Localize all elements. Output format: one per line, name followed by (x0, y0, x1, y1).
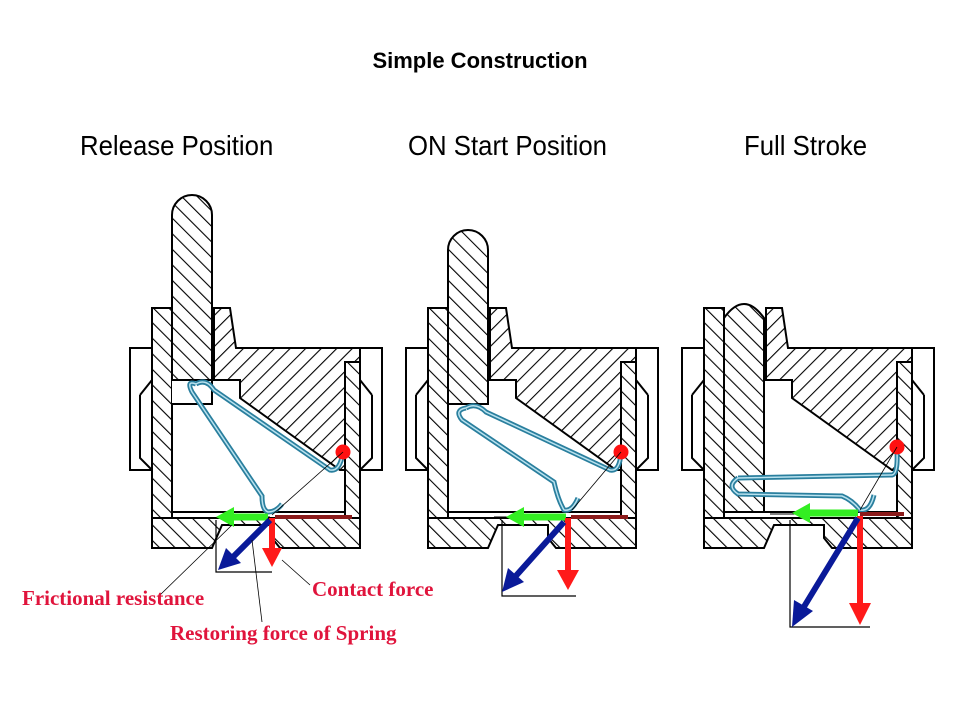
label-frictional-resistance: Frictional resistance (22, 586, 205, 610)
actuator-release (171, 194, 213, 381)
panel-title-on-start: ON Start Position (408, 130, 608, 161)
restoring-arrow-full-stroke (799, 516, 861, 612)
diagram-title: Simple Construction (372, 48, 588, 73)
actuator-full-stroke (723, 303, 765, 513)
housing-on-start (405, 307, 659, 549)
restoring-arrow-on-start (511, 520, 567, 580)
panel-on-start (405, 229, 659, 597)
label-contact-force: Contact force (312, 577, 434, 601)
panel-full-stroke (681, 303, 935, 628)
panel-title-full-stroke: Full Stroke (744, 130, 868, 161)
restoring-arrow-release (229, 517, 273, 561)
panel-title-release: Release Position (80, 130, 274, 161)
actuator-on-start (447, 229, 489, 405)
housing-release (129, 307, 383, 549)
panel-release (129, 194, 383, 623)
label-restoring-force: Restoring force of Spring (170, 621, 397, 645)
